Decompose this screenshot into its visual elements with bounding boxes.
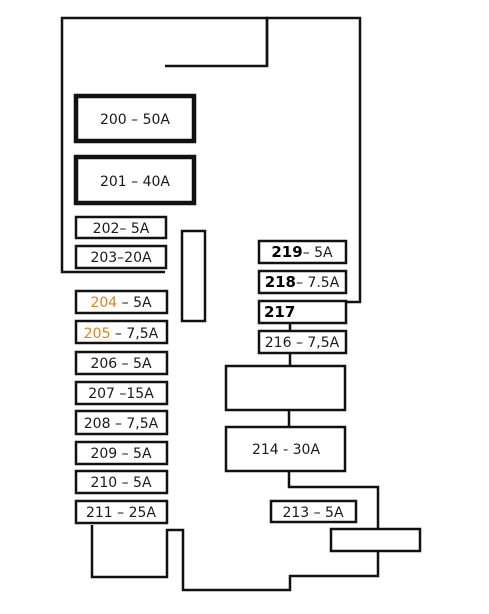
housing-outline-lower-right [287, 470, 380, 528]
fuse-216-label: 216 – 7,5A [265, 335, 340, 351]
fuse-217-box [257, 299, 348, 325]
fuse-208-box [74, 409, 169, 436]
fuse-216-box [257, 329, 348, 355]
fuse-210-box [74, 469, 169, 495]
fuse-209-box [74, 440, 169, 466]
fuse-218-number: 218 [265, 273, 296, 291]
fuse-200-box [73, 93, 197, 144]
housing-outline-left [60, 16, 269, 274]
relay-block [224, 364, 347, 412]
fuse-202-label: 202– 5A [93, 221, 150, 237]
fuse-200-label: 200 – 50A [100, 112, 170, 128]
fuse-204-box [74, 289, 169, 315]
fuse-201-box [73, 154, 197, 206]
fuse-218-box [257, 269, 348, 295]
fuse-214-box [224, 425, 347, 473]
fuse-203-box [74, 244, 168, 270]
fuse-213-box [269, 499, 358, 524]
fuse-209-label: 209 – 5A [90, 446, 152, 462]
fuse-218-rating: – 7.5A [296, 275, 340, 291]
fuse-219-number: 219 [271, 243, 302, 261]
relay-slot-vertical [180, 229, 207, 323]
fuse-211-box [74, 499, 169, 525]
fuse-206-box [74, 350, 169, 376]
housing-outline-lower [90, 525, 380, 592]
connector-block [329, 527, 422, 553]
fuse-204-label: 204 – 5A [90, 295, 152, 311]
fuse-213-label: 213 – 5A [282, 505, 344, 521]
fuse-210-label: 210 – 5A [90, 475, 152, 491]
fuse-201-label: 201 – 40A [100, 174, 170, 190]
fuse-207-label: 207 –15A [88, 386, 154, 402]
fuse-205-rating: – 7,5A [110, 326, 158, 342]
fuse-205-number: 205 [84, 326, 111, 342]
fuse-219-rating: – 5A [303, 245, 333, 261]
fuse-202-box [74, 215, 168, 240]
fuse-206-label: 206 – 5A [90, 356, 152, 372]
fuse-208-label: 208 – 7,5A [84, 416, 159, 432]
fuse-204-rating: – 5A [117, 295, 152, 311]
fuse-219-box [257, 239, 348, 265]
fuse-203-label: 203–20A [90, 250, 152, 266]
fuse-207-box [74, 380, 169, 406]
fuse-205-box [74, 319, 169, 345]
fuse-211-label: 211 – 25A [86, 505, 156, 521]
housing-outline-right [265, 16, 362, 304]
fuse-217-label: 217 [264, 303, 295, 321]
fuse-204-number: 204 [90, 295, 117, 311]
fuse-205-label: 205 – 7,5A [84, 326, 159, 342]
fuse-219-label: 219– 5A [271, 243, 333, 261]
fuse-214-label: 214 - 30A [252, 442, 320, 458]
fuse-218-label: 218– 7.5A [265, 273, 340, 291]
